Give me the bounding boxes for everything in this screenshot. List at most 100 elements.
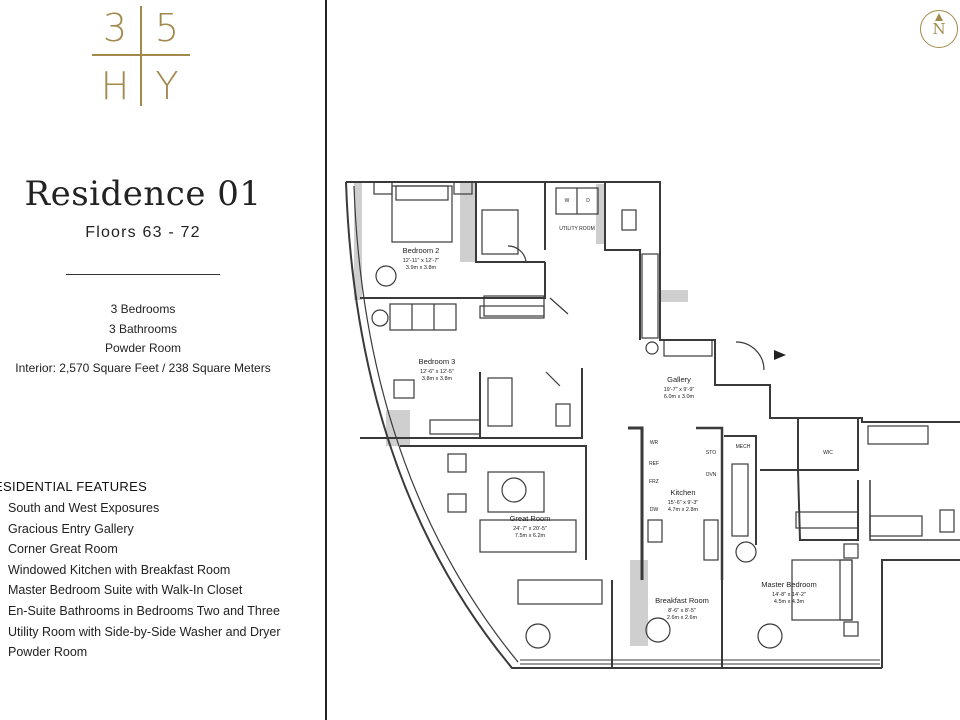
- gallery-closet: [641, 253, 659, 339]
- kitchen-sink: [647, 519, 663, 543]
- bed3-door-swing: [549, 297, 569, 315]
- exterior-wall-east: [881, 559, 960, 668]
- dims-bedroom-3-ft: 12'-6" x 12'-5": [420, 369, 454, 375]
- master-chair: [735, 541, 757, 563]
- label-mech: MECH: [736, 444, 751, 450]
- master-dresser: [795, 511, 859, 529]
- exterior-wall-north: [346, 181, 960, 423]
- residence-floors: Floors 63 - 72: [85, 224, 201, 241]
- dims-master-bedroom-m: 4.5m x 4.3m: [774, 599, 805, 605]
- wall-breakfast-room: [611, 580, 723, 668]
- master-bath-tub: [867, 425, 929, 445]
- bed3-shelf: [479, 305, 545, 319]
- panel-divider: [325, 0, 327, 720]
- bed3-lamp: [371, 309, 389, 327]
- label-kitchen: Kitchen: [670, 488, 695, 497]
- wall-kitchen-island: [628, 426, 644, 580]
- master-bath-vanity: [869, 515, 923, 537]
- brand-logo: 3 5 H Y: [92, 6, 192, 110]
- dining-plant: [525, 623, 551, 649]
- title-underline: [66, 274, 220, 275]
- dims-great-room-ft: 24'-7" x 20'-5": [513, 526, 547, 532]
- master-nightstand-2: [843, 621, 859, 637]
- master-plant: [757, 623, 783, 649]
- feature-item: Master Bedroom Suite with Walk-In Closet: [8, 583, 243, 598]
- shade-kitchen-column: [630, 560, 648, 646]
- bed2-bed: [391, 185, 453, 243]
- exterior-glazing-line: [353, 185, 519, 663]
- dims-bedroom-3-m: 3.8m x 3.8m: [422, 376, 453, 382]
- floor-plan-drawing: Bedroom 2 12'-11" x 12'-7" 3.9m x 3.8m B…: [345, 181, 960, 669]
- feature-item: Gracious Entry Gallery: [8, 521, 134, 536]
- dims-gallery-ft: 19'-7" x 9'-9": [664, 387, 695, 393]
- bath2-door-swing: [507, 245, 527, 263]
- dims-kitchen-m: 4.7m x 2.8m: [668, 507, 699, 513]
- label-bedroom-3: Bedroom 3: [419, 357, 456, 366]
- dining-table: [517, 579, 603, 605]
- label-great-room: Great Room: [510, 514, 551, 523]
- wall-master-entry: [760, 469, 859, 541]
- dims-master-bedroom-ft: 14'-8" x 14'-2": [772, 592, 806, 598]
- bed2-nightstand-left: [373, 181, 393, 195]
- spec-powder-room: Powder Room: [104, 341, 182, 355]
- breakfast-table: [645, 617, 671, 643]
- shade-utility-wall: [596, 184, 606, 244]
- wall-mech: [724, 435, 757, 545]
- dims-breakfast-room-ft: 8'-6" x 8'-5": [668, 608, 696, 614]
- feature-item: Windowed Kitchen with Breakfast Room: [8, 562, 231, 577]
- wall-utility-east: [604, 182, 641, 340]
- bath3-tub: [487, 377, 513, 427]
- exterior-wall-curved-west: [345, 181, 882, 669]
- specs-list: 3 Bedrooms 3 Bathrooms Powder Room Inter…: [0, 300, 286, 378]
- label-gallery: Gallery: [667, 375, 691, 384]
- entry-door-swing: [735, 341, 765, 371]
- feature-item: Powder Room: [8, 645, 88, 660]
- dims-bedroom-2-m: 3.9m x 3.8m: [406, 265, 437, 271]
- wall-bath2: [475, 182, 545, 263]
- label-bedroom-2: Bedroom 2: [403, 246, 440, 255]
- feature-item: Corner Great Room: [8, 542, 118, 557]
- plan-room-labels: Bedroom 2 12'-11" x 12'-7" 3.9m x 3.8m B…: [403, 246, 817, 621]
- spec-bathrooms: 3 Bathrooms: [108, 321, 178, 336]
- master-bath-wall: [869, 480, 960, 541]
- label-frz: FRZ: [649, 479, 659, 485]
- plan-windows: [520, 659, 880, 665]
- logo-vertical-rule: [140, 6, 142, 106]
- label-breakfast-room: Breakfast Room: [655, 596, 709, 605]
- coffee-table: [501, 477, 527, 503]
- bed2-pillows: [395, 185, 449, 201]
- north-arrow-icon: [935, 13, 943, 21]
- label-ovn: OVN: [706, 472, 717, 478]
- armchair-2: [447, 493, 467, 513]
- sofa: [479, 519, 577, 553]
- dims-kitchen-ft: 15'-6" x 9'-3": [668, 500, 699, 506]
- logo-glyph-bottom-left: H: [100, 64, 130, 108]
- wall-bed3-south: [360, 368, 583, 439]
- gallery-plant: [645, 341, 659, 355]
- feature-item: En-Suite Bathrooms in Bedrooms Two and T…: [8, 603, 280, 618]
- label-sto: STO: [706, 450, 716, 456]
- spec-interior-area: Interior: 2,570 Square Feet / 238 Square…: [15, 360, 271, 375]
- bath3-vanity: [429, 419, 481, 435]
- features-heading: ESIDENTIAL FEATURES: [0, 479, 148, 494]
- logo-horizontal-rule: [92, 54, 190, 56]
- dims-bedroom-2-ft: 12'-11" x 12'-7": [403, 258, 440, 264]
- dims-gallery-m: 6.0m x 3.0m: [664, 394, 695, 400]
- bath3-door-swing: [545, 371, 561, 387]
- bed2-nightstand-right: [453, 181, 473, 195]
- bath2-tub: [481, 209, 519, 255]
- master-nightstand-1: [843, 543, 859, 559]
- plan-fixtures: [371, 181, 955, 649]
- shade-gallery-ledge: [660, 290, 688, 302]
- plan-shaded-areas: [354, 182, 688, 646]
- master-pillows: [839, 559, 853, 621]
- logo-glyph-bottom-right: Y: [155, 64, 179, 108]
- utility-toilet: [621, 209, 637, 231]
- master-bed: [791, 559, 853, 621]
- dims-great-room-m: 7.5m x 6.2m: [515, 533, 546, 539]
- wall-bed2-south: [360, 262, 546, 299]
- logo-glyph-top-left: 3: [102, 6, 128, 50]
- wall-great-room-north: [400, 445, 587, 560]
- shade-west-wall: [354, 182, 362, 300]
